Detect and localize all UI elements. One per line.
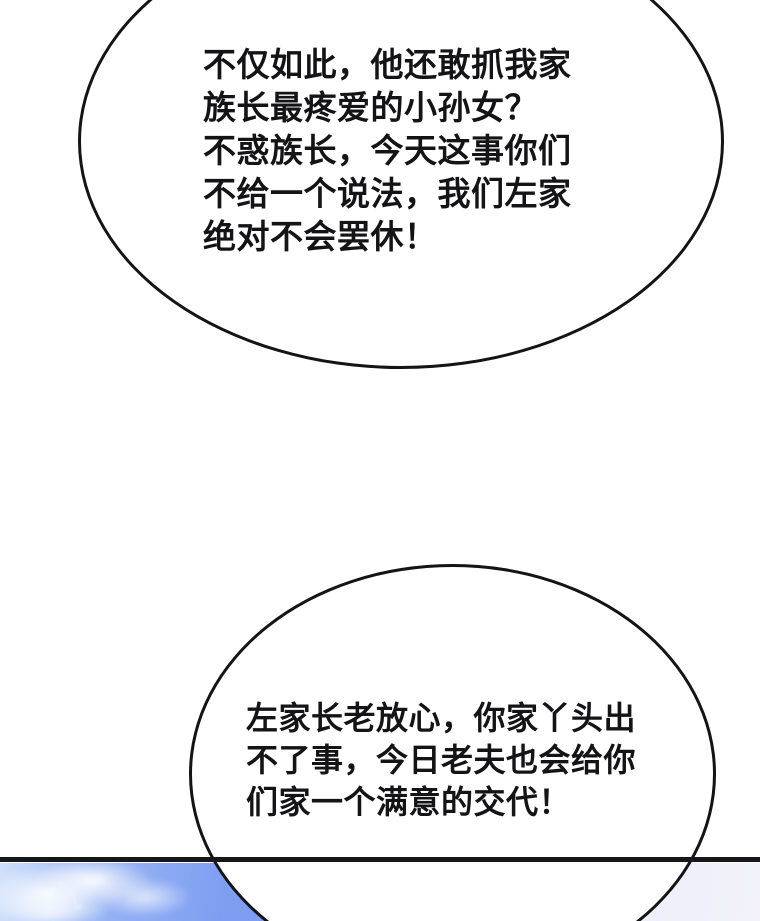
speech-balloon-upper <box>78 0 724 369</box>
faint-background-glyph: 气 <box>52 881 85 914</box>
speech-balloon-lower-text: 左家长老放心，你家丫头出 不了事，今日老夫也会给你 们家一个满意的交代！ <box>246 700 637 820</box>
cloud-shape <box>96 877 192 917</box>
cloud-shape <box>0 889 110 921</box>
panel-divider-line <box>0 857 760 862</box>
speech-balloon-upper-text: 不仅如此，他还敢抓我家 族长最疼爱的小孙女？ 不惑族长，今天这事你们 不给一个说… <box>203 46 572 255</box>
